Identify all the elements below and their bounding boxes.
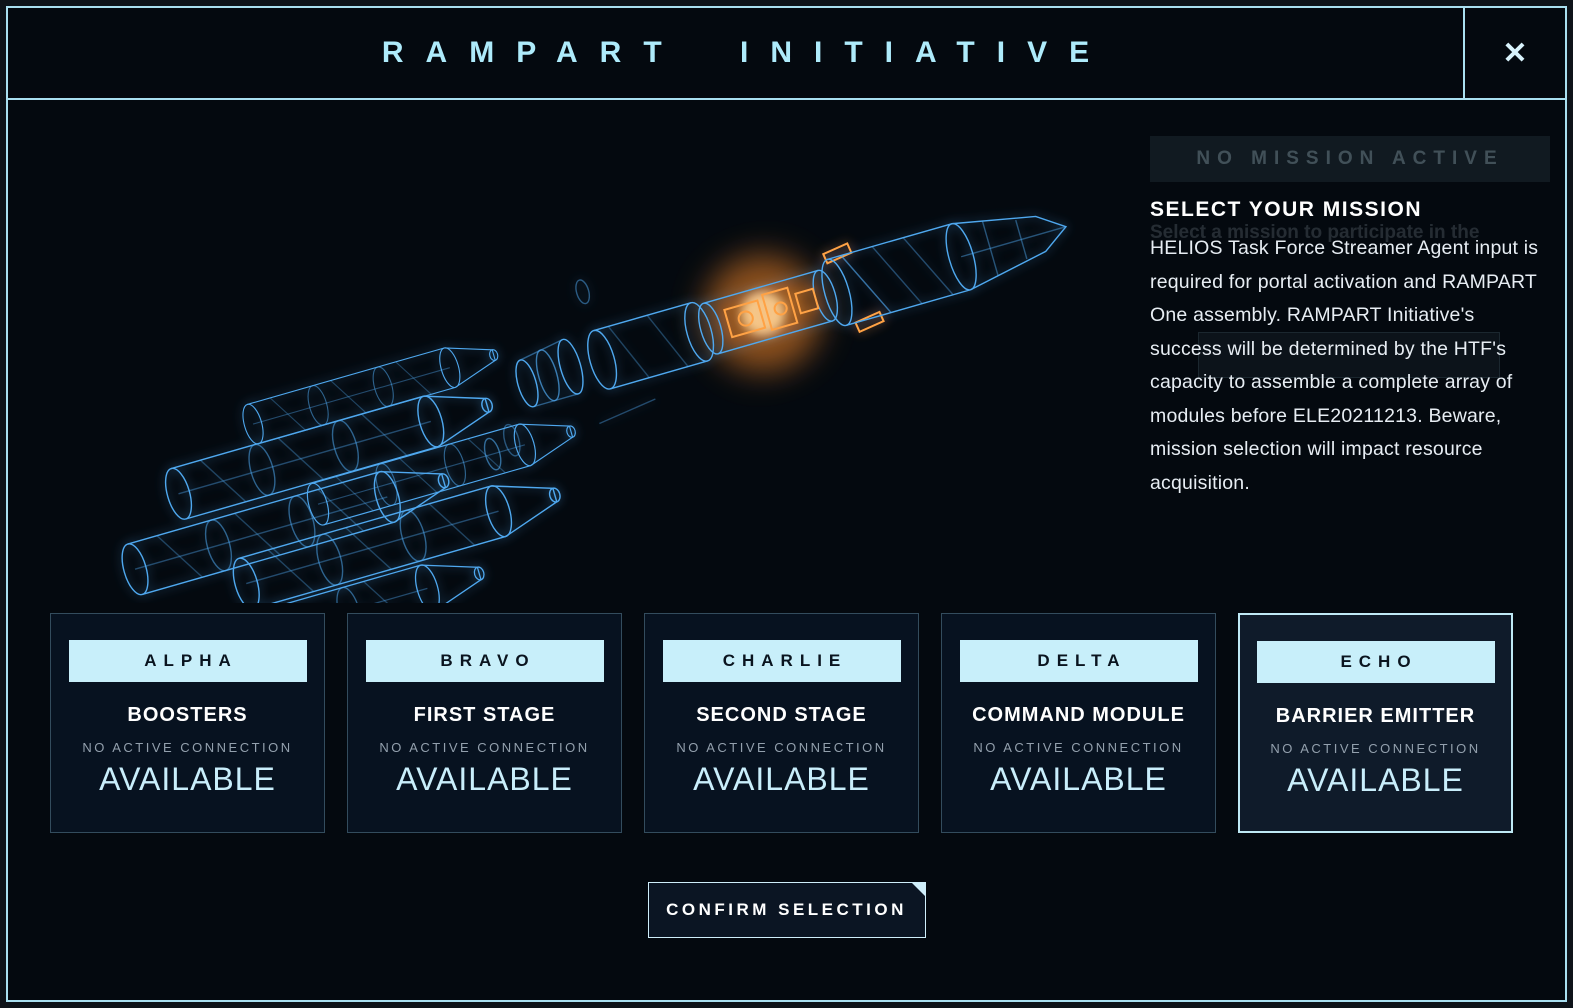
module-name: BARRIER EMITTER [1275, 705, 1476, 727]
dialog-header: RAMPART INITIATIVE ✕ [8, 8, 1565, 100]
close-icon: ✕ [1502, 36, 1528, 70]
mission-card-bravo[interactable]: BRAVO FIRST STAGE NO ACTIVE CONNECTION A… [347, 613, 622, 833]
mission-code-chip: ALPHA [68, 640, 307, 682]
availability-status: AVAILABLE [693, 761, 870, 797]
confirm-selection-button[interactable]: CONFIRM SELECTION [647, 882, 926, 938]
no-mission-active-badge: NO MISSION ACTIVE [1150, 136, 1550, 182]
ghost-background-box [1198, 332, 1500, 378]
mission-card-alpha[interactable]: ALPHA BOOSTERS NO ACTIVE CONNECTION AVAI… [50, 613, 325, 833]
mission-code: CHARLIE [722, 651, 848, 670]
mission-panel-heading: SELECT YOUR MISSION [1150, 198, 1422, 221]
mission-code: ALPHA [144, 651, 238, 670]
connection-status: NO ACTIVE CONNECTION [973, 740, 1184, 755]
connection-status: NO ACTIVE CONNECTION [1270, 741, 1481, 756]
mission-briefing-text: HELIOS Task Force Streamer Agent input i… [1150, 237, 1539, 494]
mission-code-chip: BRAVO [365, 640, 604, 682]
ghost-background-text: Select a mission to participate in the [1150, 222, 1480, 243]
mission-code: DELTA [1037, 651, 1127, 670]
mission-code: ECHO [1340, 652, 1418, 671]
mission-panel: NO MISSION ACTIVE SELECT YOUR MISSION Se… [1150, 136, 1550, 500]
mission-card-charlie[interactable]: CHARLIE SECOND STAGE NO ACTIVE CONNECTIO… [644, 613, 919, 833]
mission-code-chip: ECHO [1256, 641, 1495, 683]
close-button[interactable]: ✕ [1463, 8, 1565, 98]
mission-card-row: ALPHA BOOSTERS NO ACTIVE CONNECTION AVAI… [50, 613, 1513, 833]
availability-status: AVAILABLE [990, 761, 1167, 797]
mission-code-chip: DELTA [959, 640, 1198, 682]
mission-card-echo[interactable]: ECHO BARRIER EMITTER NO ACTIVE CONNECTIO… [1238, 613, 1513, 833]
mission-card-delta[interactable]: DELTA COMMAND MODULE NO ACTIVE CONNECTIO… [941, 613, 1216, 833]
dialog-frame: RAMPART INITIATIVE ✕ [6, 6, 1567, 1002]
rocket-wireframe-illustration [38, 123, 1108, 603]
module-name: BOOSTERS [127, 704, 248, 726]
confirm-selection-label: CONFIRM SELECTION [666, 900, 907, 919]
button-corner-notch-icon [910, 882, 926, 897]
connection-status: NO ACTIVE CONNECTION [379, 740, 590, 755]
mission-code: BRAVO [440, 651, 536, 670]
connection-status: NO ACTIVE CONNECTION [676, 740, 887, 755]
module-name: FIRST STAGE [413, 704, 556, 726]
module-name: COMMAND MODULE [972, 704, 1185, 726]
mission-code-chip: CHARLIE [662, 640, 901, 682]
dialog-title: RAMPART INITIATIVE [381, 36, 1112, 69]
connection-status: NO ACTIVE CONNECTION [82, 740, 293, 755]
availability-status: AVAILABLE [1287, 762, 1464, 798]
module-name: SECOND STAGE [696, 704, 867, 726]
availability-status: AVAILABLE [396, 761, 573, 797]
title-wrap: RAMPART INITIATIVE [8, 8, 1463, 98]
availability-status: AVAILABLE [99, 761, 276, 797]
